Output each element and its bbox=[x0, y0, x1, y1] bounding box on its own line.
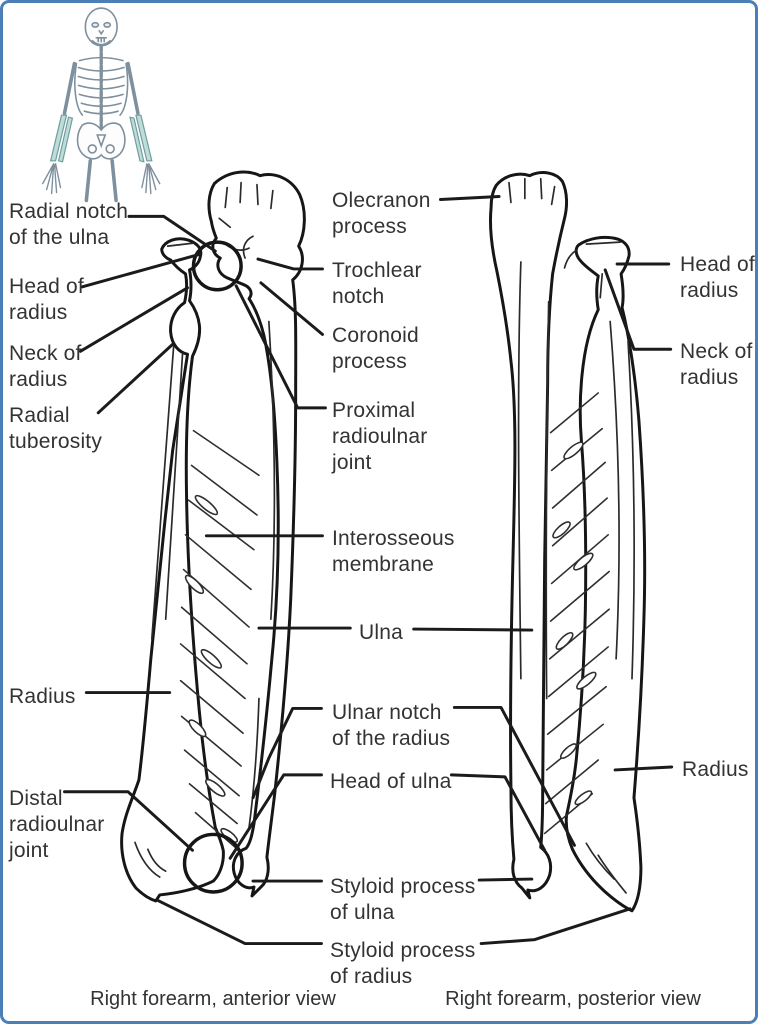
leader-head-of-ulna-right bbox=[449, 773, 547, 852]
posterior-view-illustration bbox=[488, 171, 647, 913]
label-ulna: Ulna bbox=[359, 621, 403, 644]
leader-radial-notch bbox=[127, 214, 217, 253]
inset-left-humerus bbox=[62, 61, 77, 115]
leader-styloid-ulna-right bbox=[477, 877, 534, 882]
label-olecranon-process: Olecranon process bbox=[332, 189, 431, 238]
leader-distal-radioulnar-joint bbox=[63, 790, 194, 852]
label-head-of-ulna: Head of ulna bbox=[330, 770, 452, 793]
caption-posterior-view: Right forearm, posterior view bbox=[445, 988, 701, 1010]
label-trochlear-notch: Trochlear notch bbox=[332, 259, 422, 308]
distal-radioulnar-joint-circle bbox=[182, 832, 244, 894]
leader-lines bbox=[63, 195, 674, 946]
leader-styloid-radius-right bbox=[479, 907, 632, 946]
label-radial-notch-of-ulna: Radial notch of the ulna bbox=[9, 200, 129, 249]
leader-styloid-radius-left bbox=[155, 898, 323, 946]
interosseous-membrane-posterior bbox=[543, 392, 610, 835]
label-neck-of-radius-right: Neck of radius bbox=[680, 340, 753, 389]
label-neck-of-radius-left: Neck of radius bbox=[9, 342, 82, 391]
label-head-of-radius-left: Head of radius bbox=[9, 275, 84, 324]
inset-right-hand bbox=[141, 163, 161, 195]
label-styloid-process-of-radius: Styloid process of radius bbox=[330, 939, 476, 988]
caption-anterior-view: Right forearm, anterior view bbox=[90, 988, 336, 1010]
leader-neck-of-radius-right bbox=[603, 268, 673, 351]
leader-head-of-ulna-left bbox=[228, 773, 323, 860]
leader-proximal-radioulnar-joint bbox=[234, 284, 327, 410]
inset-femurs bbox=[84, 159, 118, 203]
leader-olecranon-process bbox=[439, 195, 501, 201]
radius-anterior-bone bbox=[120, 237, 225, 903]
label-head-of-radius-right: Head of radius bbox=[680, 253, 755, 302]
inset-right-humerus bbox=[126, 61, 140, 115]
label-radial-tuberosity: Radial tuberosity bbox=[9, 404, 103, 453]
bone-illustration-canvas bbox=[41, 7, 674, 946]
leader-ulna-right bbox=[412, 627, 534, 632]
anterior-view-illustration bbox=[120, 170, 306, 903]
label-ulnar-notch-of-radius: Ulnar notch of the radius bbox=[332, 701, 451, 750]
interosseous-membrane-anterior bbox=[179, 429, 260, 849]
ulna-anterior-bone bbox=[207, 170, 306, 898]
leader-head-of-radius-left bbox=[80, 252, 202, 289]
inset-left-hand bbox=[41, 163, 62, 195]
label-styloid-process-of-ulna: Styloid process of ulna bbox=[330, 875, 476, 924]
label-radius-left: Radius bbox=[9, 685, 76, 708]
leader-radius-right bbox=[613, 765, 674, 772]
leader-ulnar-notch-right bbox=[452, 705, 576, 847]
leader-coronoid-process bbox=[259, 281, 324, 336]
label-coronoid-process: Coronoid process bbox=[332, 324, 419, 373]
label-distal-radioulnar-joint: Distal radioulnar joint bbox=[9, 787, 105, 862]
label-proximal-radioulnar-joint: Proximal radioulnar joint bbox=[332, 399, 428, 474]
leader-ulnar-notch-left bbox=[251, 706, 323, 800]
inset-forearm-highlight bbox=[49, 114, 153, 163]
label-radius-right: Radius bbox=[682, 758, 749, 781]
leader-neck-of-radius-left bbox=[78, 286, 190, 353]
label-interosseous-membrane: Interosseous membrane bbox=[332, 527, 455, 576]
leader-trochlear-notch bbox=[256, 257, 324, 271]
skeleton-inset-figure bbox=[41, 7, 161, 203]
leader-radial-tuberosity bbox=[96, 341, 176, 415]
proximal-radioulnar-joint-circle bbox=[191, 240, 243, 292]
inset-pelvis bbox=[76, 122, 126, 160]
